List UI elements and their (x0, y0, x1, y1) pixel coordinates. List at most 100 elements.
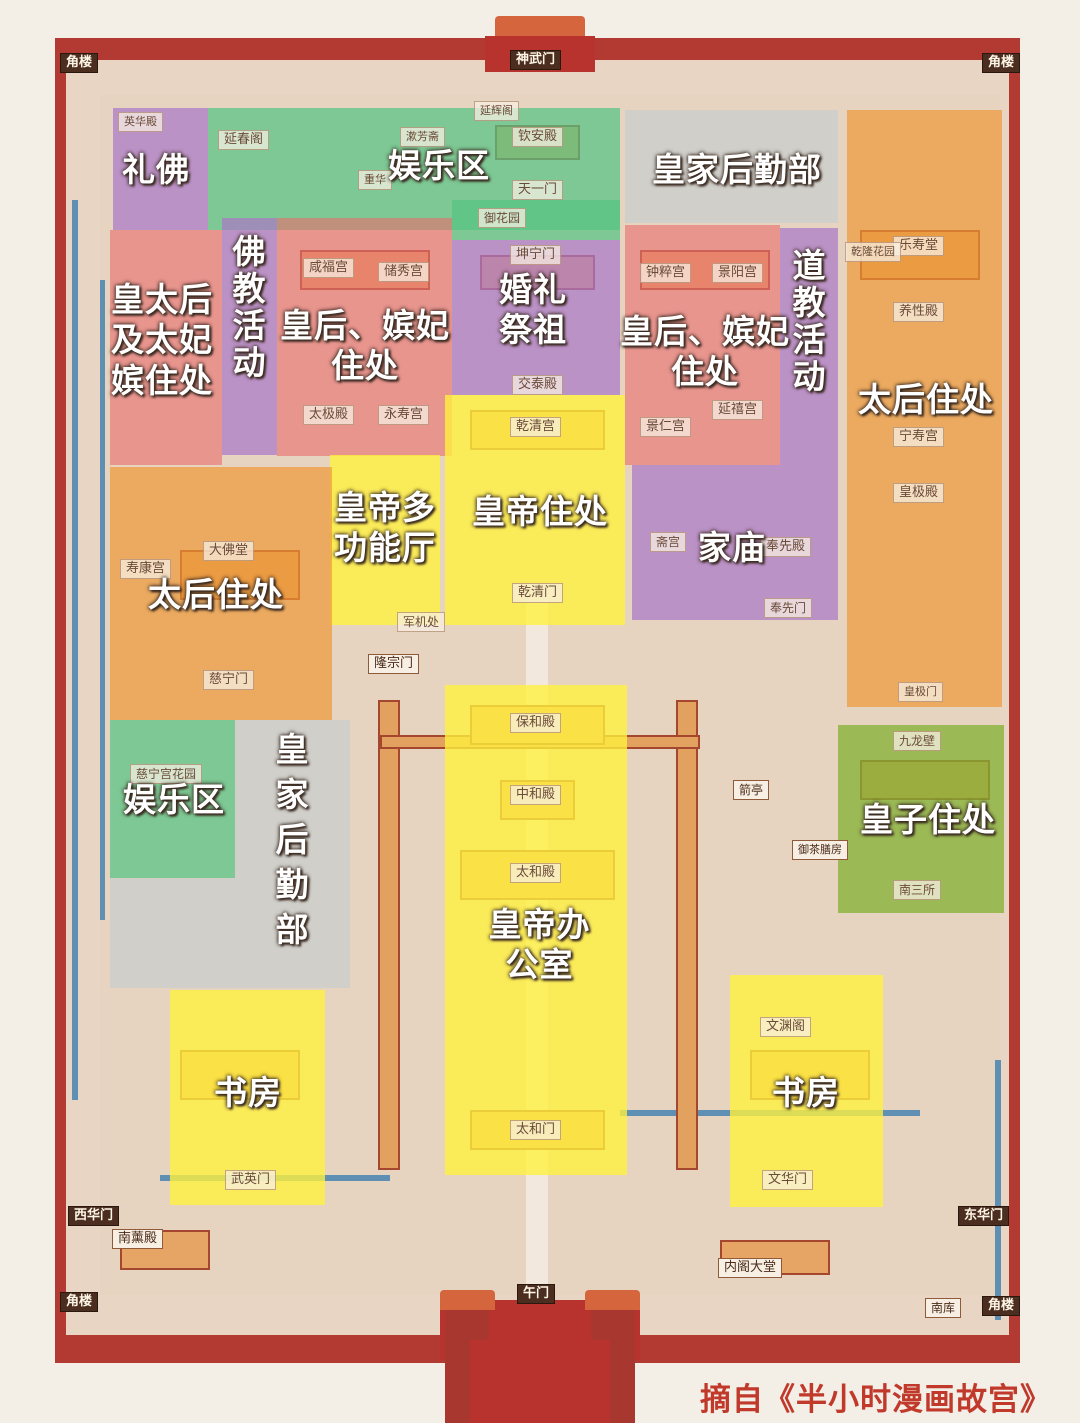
building-label-qianqinggong: 乾清宫 (510, 417, 562, 437)
building-label-tianyimen: 天一门 (512, 180, 564, 200)
building-label-xianfugong: 咸福宫 (303, 258, 355, 278)
moat-east (995, 1060, 1001, 1320)
zone-label-princes: 皇子住处 (860, 800, 996, 839)
building-label-chuxiugong: 储秀宫 (378, 262, 430, 282)
zone-logistics-north (625, 110, 838, 223)
building-label-longzongmen: 隆宗门 (368, 654, 420, 674)
building-label-yanhuige: 延辉阁 (474, 101, 519, 121)
zone-label-wedding-ancestors: 婚礼祭祖 (499, 270, 567, 350)
zone-buddhist-activity (222, 218, 277, 455)
corner-tower-label-sw: 角楼 (60, 1292, 99, 1312)
building-label-fengxianmen: 奉先门 (764, 598, 813, 618)
zone-label-buddhist-activity: 佛教活动 (227, 234, 266, 382)
zone-label-study-west: 书房 (214, 1073, 282, 1112)
zone-label-garden-west: 娱乐区 (123, 780, 225, 819)
building-label-neigedatang: 内阁大堂 (718, 1258, 783, 1278)
building-label-taihedian: 太和殿 (510, 863, 562, 883)
building-label-yanxigong: 延禧宫 (712, 400, 764, 420)
building-label-yinghuadian: 英华殿 (118, 112, 163, 132)
east-corridor (676, 700, 698, 1170)
building-label-wenhuamen: 文华门 (762, 1170, 814, 1190)
zone-label-family-temple: 家庙 (698, 528, 766, 567)
zone-label-garden-north: 娱乐区 (388, 146, 490, 185)
building-label-qianlonghuayuan: 乾隆花园 (845, 242, 901, 262)
building-label-leshoutang: 乐寿堂 (893, 236, 945, 256)
building-label-kunningmen: 坤宁门 (510, 245, 562, 265)
zone-taoist-activity (780, 228, 838, 465)
zone-label-logistics-north: 皇家后勤部 (652, 150, 822, 189)
building-label-jiulongbi: 九龙壁 (893, 731, 942, 751)
north-gate-roof (495, 16, 585, 38)
zone-label-taoist-activity: 道教活动 (787, 248, 826, 396)
zone-study-east (730, 975, 883, 1207)
building-label-jianting: 箭亭 (733, 780, 770, 800)
zone-label-study-east: 书房 (772, 1073, 840, 1112)
zone-garden-west (110, 720, 235, 878)
zone-label-dowager-west: 太后住处 (148, 575, 284, 614)
zone-label-empress-east: 皇后、嫔妃住处 (620, 312, 790, 392)
south-gate-roof-west (440, 1290, 495, 1310)
building-label-qinandian: 钦安殿 (512, 127, 564, 147)
south-gate-roof-east (585, 1290, 640, 1310)
west-corridor (378, 700, 400, 1170)
zone-study-west (170, 990, 325, 1205)
inner-river-west (100, 280, 105, 920)
building-label-yuchashanfang: 御茶膳房 (792, 840, 848, 860)
building-label-huangjimen: 皇极门 (898, 682, 943, 702)
building-label-fengxiandian: 奉先殿 (760, 537, 812, 557)
building-label-jiaotaidian: 交泰殿 (512, 375, 564, 395)
corner-tower-label-se: 角楼 (982, 1296, 1021, 1316)
building-label-taijidian: 太极殿 (303, 405, 355, 425)
building-label-zhaigong: 斋宫 (650, 532, 687, 552)
south-gate-center (470, 1340, 610, 1423)
zone-logistics-west (235, 720, 350, 988)
building-label-ningshougong: 宁寿宫 (893, 427, 945, 447)
source-credit: 摘自《半小时漫画故宫》 (700, 1382, 1052, 1418)
building-label-nanxundian: 南薰殿 (112, 1229, 164, 1249)
building-label-dafotang: 大佛堂 (203, 541, 255, 561)
building-label-chonghua: 重华 (358, 170, 392, 190)
building-label-baohedian: 保和殿 (510, 713, 562, 733)
building-label-cininghuayuan: 慈宁宫花园 (130, 764, 203, 784)
gate-label-south: 午门 (517, 1284, 556, 1304)
corner-tower-label-nw: 角楼 (60, 53, 99, 73)
gate-label-north: 神武门 (510, 50, 562, 70)
building-label-yangxingdian: 养性殿 (893, 302, 945, 322)
zone-label-emperor-hall: 皇帝多功能厅 (334, 488, 436, 568)
building-label-cininmen: 慈宁门 (203, 670, 255, 690)
building-label-shufangzhai: 漱芳斋 (400, 127, 445, 147)
corner-tower-label-ne: 角楼 (982, 53, 1021, 73)
gate-label-east: 东华门 (958, 1206, 1010, 1226)
zone-label-dowager-consorts: 皇太后及太妃嫔住处 (111, 280, 213, 400)
zone-label-empress-west: 皇后、嫔妃住处 (280, 306, 450, 386)
zone-label-buddha-ritual: 礼佛 (122, 150, 190, 189)
building-label-zhonghedian: 中和殿 (510, 785, 562, 805)
zone-label-emperor-residence: 皇帝住处 (472, 492, 608, 531)
building-label-yanchunge: 延春阁 (218, 130, 270, 150)
zone-dowager-east (847, 110, 1002, 707)
building-label-junjichu: 军机处 (397, 612, 446, 632)
gate-label-west: 西华门 (68, 1206, 120, 1226)
building-label-qianqingmen: 乾清门 (512, 583, 564, 603)
building-label-yuhuayuan: 御花园 (478, 208, 527, 228)
zone-label-emperor-office: 皇帝办公室 (488, 905, 591, 985)
building-label-nansansuo: 南三所 (893, 880, 942, 900)
building-label-huangjidian: 皇极殿 (893, 483, 945, 503)
building-label-nanku: 南库 (925, 1298, 962, 1318)
building-label-jingrengong: 景仁宫 (640, 417, 692, 437)
zone-logistics-west-ext (110, 878, 235, 988)
zone-emperor-hall (330, 455, 440, 625)
building-label-taihemen: 太和门 (510, 1120, 562, 1140)
building-label-shoukanggong: 寿康宫 (120, 559, 172, 579)
zone-dowager-consorts (110, 230, 222, 465)
zone-emperor-office (445, 685, 627, 1175)
moat-west (72, 200, 78, 1100)
zone-label-dowager-east: 太后住处 (858, 380, 994, 419)
building-label-wenyuange: 文渊阁 (760, 1017, 812, 1037)
zone-label-logistics-west: 皇家后勤部 (270, 732, 309, 957)
building-label-wuyingmen: 武英门 (225, 1170, 277, 1190)
zone-wedding-ancestors (452, 240, 620, 395)
building-label-yongshougong: 永寿宫 (378, 405, 430, 425)
building-label-zhongcuigong: 钟粹宫 (640, 263, 692, 283)
